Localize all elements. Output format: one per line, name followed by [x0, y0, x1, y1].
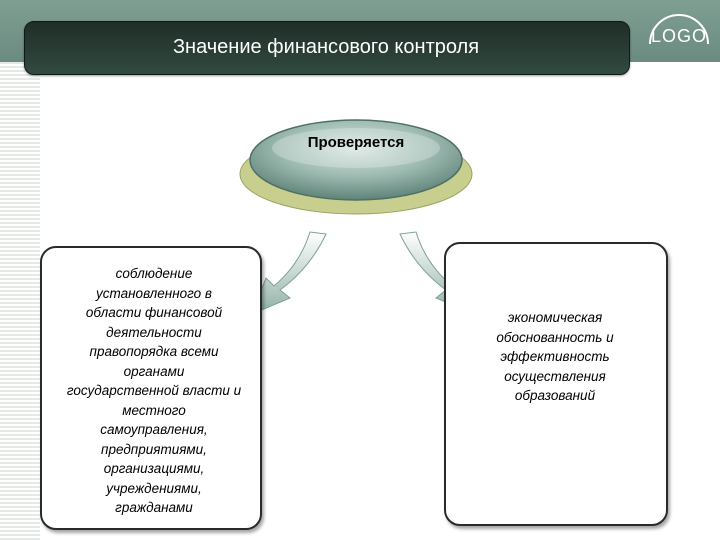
text-line: экономическая	[507, 310, 603, 325]
text-line: правопорядка всеми	[89, 344, 219, 359]
text-line: предприятиями,	[101, 441, 207, 457]
text-line: образований	[514, 388, 596, 403]
text-line: обоснованность и	[496, 329, 614, 345]
text-line: установленного в	[96, 285, 212, 301]
logo-arc-icon	[649, 14, 709, 45]
central-node	[239, 119, 473, 215]
text-line: учреждениями,	[106, 480, 202, 496]
text-line: гражданами	[115, 500, 193, 515]
text-line: области финансовой	[85, 305, 223, 320]
text-line: самоуправления,	[100, 422, 208, 437]
text-line: эффективность	[500, 349, 610, 364]
text-line: деятельности	[106, 324, 202, 340]
text-line: местного	[122, 402, 186, 418]
right-box	[444, 242, 668, 526]
logo: LOGO	[650, 26, 707, 46]
text-line: соблюдение	[115, 266, 193, 281]
central-label: Проверяется	[307, 134, 405, 151]
text-line: государственной власти и	[66, 383, 242, 398]
text-line: осуществления	[504, 368, 606, 384]
right-box-text: экономическая обоснованность и эффективн…	[446, 308, 664, 406]
decorative-stripes	[0, 62, 40, 540]
left-box	[40, 246, 262, 530]
text-line: организациями,	[103, 461, 205, 476]
left-box-text: соблюдение установленного в области фина…	[44, 264, 264, 518]
slide-title: Значение финансового контроля	[172, 35, 480, 58]
text-line: органами	[123, 363, 185, 379]
title-bar	[24, 21, 630, 75]
